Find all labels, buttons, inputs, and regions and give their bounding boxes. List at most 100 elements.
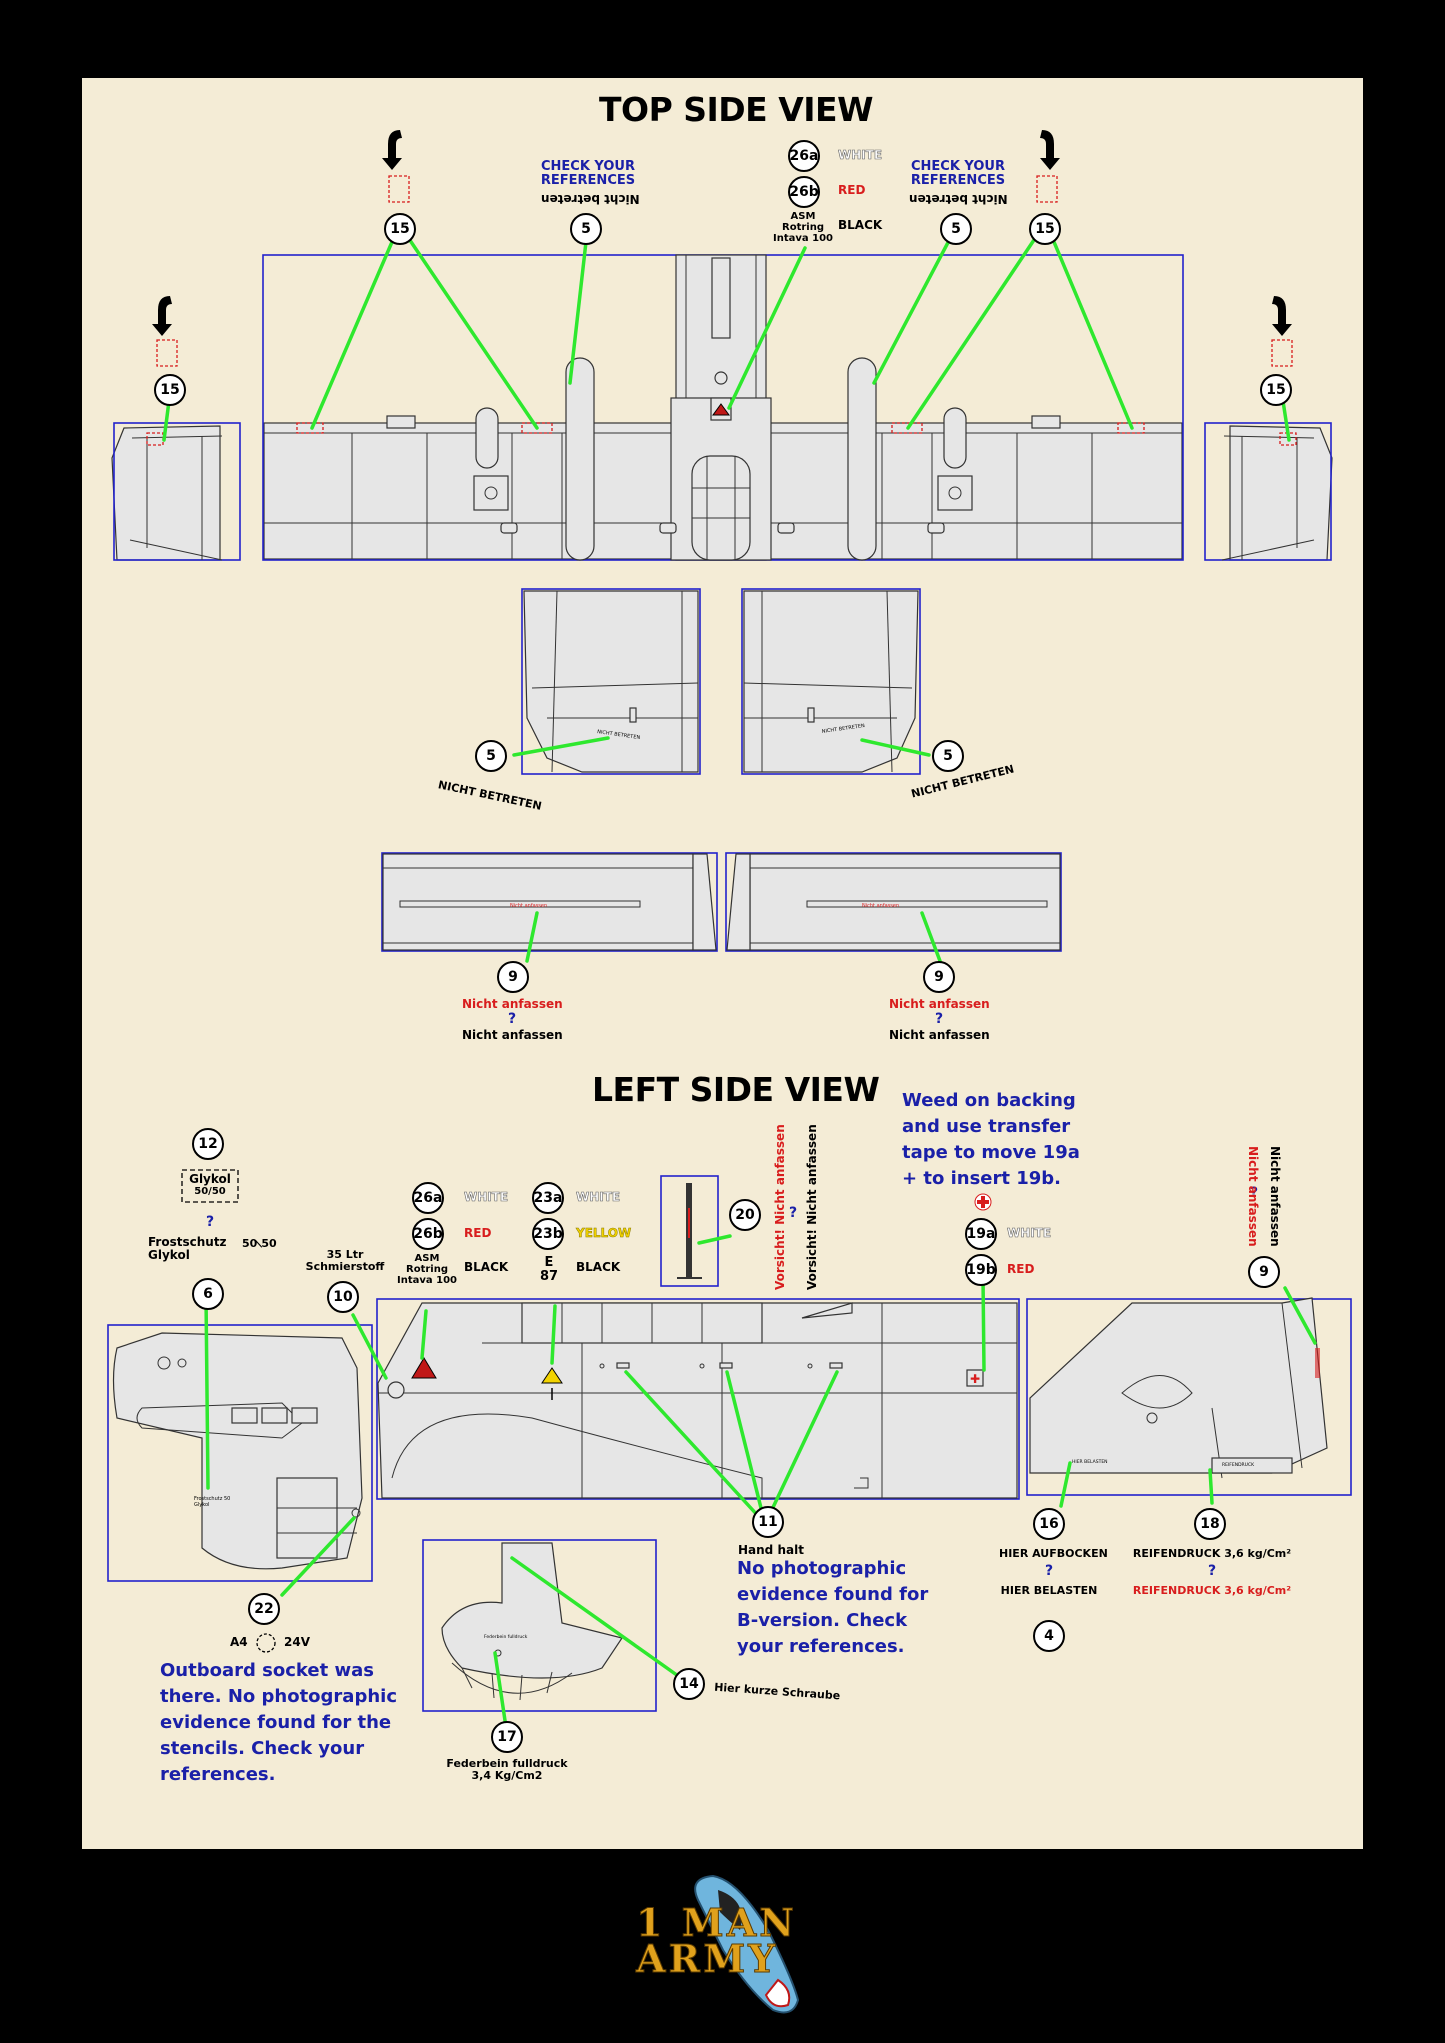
aileron-closeup-left: Nicht anfassen [381, 852, 718, 952]
side-view-engine: Frostschutz 50 Glykol [107, 1324, 373, 1582]
callout-10: 10 [327, 1281, 359, 1313]
callout-23a: 23a [532, 1182, 564, 1214]
vorsicht-red-vertical: Vorsicht! Nicht anfassen [773, 1124, 787, 1290]
callout-15-left: 15 [384, 213, 416, 245]
svg-text:HIER BELASTEN: HIER BELASTEN [1072, 1459, 1108, 1465]
hier-belasten-label: HIER BELASTEN [1000, 1584, 1098, 1597]
color-red-top: RED [838, 183, 866, 197]
question-glykol: ? [205, 1214, 215, 1230]
question-left: ? [507, 1011, 517, 1027]
callout-15-right: 15 [1029, 213, 1061, 245]
question-vorsicht: ? [789, 1205, 798, 1221]
top-view-main-wing [262, 254, 1184, 561]
landing-gear-closeup: Federbein fulldruck [422, 1539, 657, 1712]
aircraft-drawings: .pl { fill:#e6e6e6; stroke:#333; stroke-… [107, 130, 1352, 1736]
callout-5-flap-right: 5 [932, 740, 964, 772]
callout-11: 11 [752, 1506, 784, 1538]
callout-9-aileron-right: 9 [923, 961, 955, 993]
question-reifendruck: ? [1207, 1563, 1217, 1579]
color-yellow-23b: YELLOW [576, 1226, 632, 1240]
callout-26a-side: 26a [412, 1182, 444, 1214]
question-right: ? [934, 1011, 944, 1027]
side-view-fuselage: ✚ [376, 1298, 1020, 1500]
nicht-anfassen-red-right: Nicht anfassen [889, 997, 990, 1011]
color-white-23a: WHITE [576, 1190, 621, 1204]
callout-23b: 23b [532, 1218, 564, 1250]
color-red-19b: RED [1007, 1262, 1035, 1276]
stencil-markers [156, 175, 1293, 367]
a4-label: A4 [230, 1635, 248, 1649]
svg-text:Frostschutz 50: Frostschutz 50 [194, 1496, 230, 1502]
vorsicht-black-vertical: Vorsicht! Nicht anfassen [805, 1124, 819, 1290]
callout-6: 6 [192, 1278, 224, 1310]
top-view-outer-wing-left [111, 422, 241, 561]
color-white-19a: WHITE [1007, 1226, 1052, 1240]
flap-closeup-left: NICHT BETRETEN [521, 588, 701, 775]
red-cross-symbol [974, 1193, 992, 1211]
color-white-top: WHITE [838, 148, 883, 162]
color-black-top: BLACK [838, 218, 883, 232]
callout-26a-top: 26a [788, 140, 820, 172]
reifendruck-black-label: REIFENDRUCK 3,6 kg/Cm² [1132, 1547, 1292, 1560]
check-references-right: CHECK YOUR REFERENCES [910, 159, 1006, 189]
one-man-army-logo [694, 1874, 800, 2014]
svg-text:Federbein fulldruck: Federbein fulldruck [484, 1634, 528, 1640]
svg-text:Glykol: Glykol [194, 1502, 209, 1508]
callout-5-flap-left: 5 [475, 740, 507, 772]
nicht-anfassen-tail-black: Nicht anfassen [1268, 1146, 1282, 1247]
callout-18: 18 [1194, 1508, 1226, 1540]
callout-9-tail: 9 [1248, 1256, 1280, 1288]
nicht-anfassen-tail-red: Nicht anfassen [1246, 1146, 1260, 1247]
callout-14: 14 [673, 1668, 705, 1700]
callout-17: 17 [491, 1721, 523, 1753]
callout-5-right: 5 [940, 213, 972, 245]
leader-lines [162, 226, 1317, 1736]
nicht-betreten-mirrored-right: Nicht betreten [908, 192, 1008, 207]
color-white-26a: WHITE [464, 1190, 509, 1204]
left-side-view-title: LEFT SIDE VIEW [592, 1070, 880, 1109]
callout-15-outer-left: 15 [154, 374, 186, 406]
svg-text:✚: ✚ [970, 1372, 980, 1386]
callout-26b-top: 26b [788, 176, 820, 208]
callout-26b-side: 26b [412, 1218, 444, 1250]
svg-text:Nicht anfassen: Nicht anfassen [510, 903, 547, 909]
top-side-view-title: TOP SIDE VIEW [599, 90, 873, 129]
question-tail: ? [1250, 1185, 1259, 1201]
callout-16: 16 [1033, 1508, 1065, 1540]
callout-15-outer-right: 15 [1260, 374, 1292, 406]
reifendruck-red-label: REIFENDRUCK 3,6 kg/Cm² [1132, 1584, 1292, 1597]
glykol-box [181, 1169, 239, 1203]
color-red-26b: RED [464, 1226, 492, 1240]
nicht-anfassen-black-left: Nicht anfassen [462, 1028, 563, 1042]
socket-symbol [256, 1633, 276, 1653]
callout-22: 22 [248, 1593, 280, 1625]
color-black-23: BLACK [576, 1260, 621, 1274]
antenna-closeup [660, 1175, 719, 1287]
question-aufbocken: ? [1044, 1563, 1054, 1579]
callout-9-aileron-left: 9 [497, 961, 529, 993]
ratio-label: 50/50 [242, 1237, 277, 1250]
aileron-closeup-right: Nicht anfassen [725, 852, 1062, 952]
callout-4: 4 [1033, 1620, 1065, 1652]
rotation-arrows [152, 130, 1292, 336]
callout-5-left: 5 [570, 213, 602, 245]
callout-12: 12 [192, 1128, 224, 1160]
nicht-anfassen-red-left: Nicht anfassen [462, 997, 563, 1011]
decal-placement-sheet: .pl { fill:#e6e6e6; stroke:#333; stroke-… [82, 78, 1363, 1849]
nicht-betreten-mirrored-left: Nicht betreten [540, 192, 640, 207]
flap-closeup-right: NICHT BETRETEN [741, 588, 921, 775]
hand-halt-label: Hand halt [738, 1543, 804, 1557]
callout-19b: 19b [965, 1254, 997, 1286]
svg-text:Nicht anfassen: Nicht anfassen [862, 903, 899, 909]
